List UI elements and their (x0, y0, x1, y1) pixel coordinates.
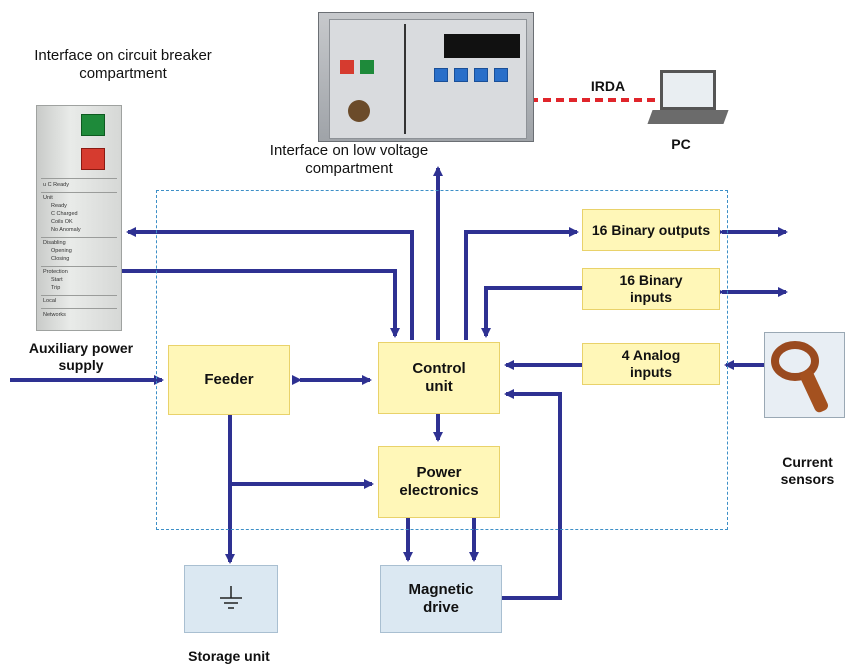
low-voltage-device (318, 12, 534, 142)
label-pc: PC (671, 136, 691, 152)
sensor-coil-icon (771, 341, 828, 413)
laptop-base-icon (647, 110, 729, 124)
box-feeder: Feeder (168, 345, 290, 415)
device-key-icon (454, 68, 468, 82)
device-display (444, 34, 520, 58)
panel-row: Disabling (43, 240, 66, 246)
box-magnetic-drive: Magnetic drive (380, 565, 502, 633)
close-button-icon (81, 114, 105, 136)
arrow-drive-control (502, 389, 562, 600)
label-interface-cb: Interface on circuit breaker compartment (34, 47, 212, 82)
arrow-panel-control (122, 269, 400, 338)
panel-row: C Charged (51, 211, 78, 217)
box-power-electronics: Power electronics (378, 446, 500, 518)
box-binary-outputs: 16 Binary outputs (582, 209, 720, 251)
box-storage-unit (184, 565, 278, 633)
label-storage-unit: Storage unit (188, 648, 270, 664)
device-mimic-icon (404, 24, 406, 134)
box-control-unit: Control unit (378, 342, 500, 414)
panel-row: u C Ready (43, 182, 69, 188)
label-interface-lv: Interface on low voltage compartment (269, 142, 429, 177)
arrow-control-panel (126, 227, 414, 340)
label-irda: IRDA (590, 78, 626, 94)
panel-row: Protection (43, 269, 68, 275)
label-current-sensors: Current sensors (780, 454, 835, 487)
device-key-icon (474, 68, 488, 82)
panel-row: Closing (51, 256, 70, 262)
laptop-icon (660, 70, 716, 110)
arrow-binin-control (481, 286, 584, 338)
open-button-icon (81, 148, 105, 170)
control-boundary (156, 190, 728, 530)
panel-row: Coils OK (51, 219, 73, 225)
panel-row: Local (43, 298, 57, 304)
ground-symbol-icon (220, 586, 242, 609)
device-knob-icon (348, 100, 370, 122)
label-aux-power: Auxiliary power supply (28, 340, 134, 373)
arrow-control-binout (464, 227, 579, 340)
box-binary-inputs: 16 Binary inputs (582, 268, 720, 310)
panel-row: Opening (51, 248, 72, 254)
circuit-breaker-panel: u C Ready Unit Ready C Charged Coils OK … (36, 105, 122, 331)
device-red-button-icon (340, 60, 354, 74)
panel-row: Start (51, 277, 63, 283)
panel-row: Trip (51, 285, 61, 291)
current-sensor-image (764, 332, 845, 418)
device-green-button-icon (360, 60, 374, 74)
device-key-icon (434, 68, 448, 82)
panel-row: Networks (43, 312, 66, 318)
panel-row: No Anomaly (51, 227, 81, 233)
panel-row: Unit (43, 195, 53, 201)
device-key-icon (494, 68, 508, 82)
box-analog-inputs: 4 Analog inputs (582, 343, 720, 385)
panel-row: Ready (51, 203, 67, 209)
